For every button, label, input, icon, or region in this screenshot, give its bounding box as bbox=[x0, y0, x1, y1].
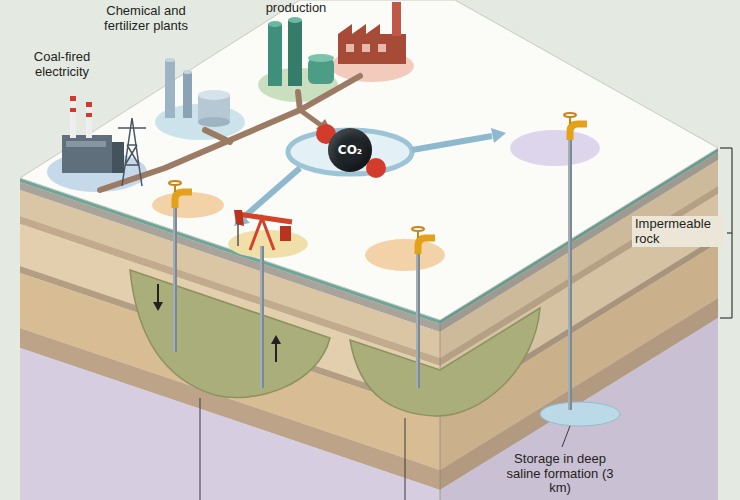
production-plant bbox=[308, 54, 334, 62]
well-pipe bbox=[261, 246, 262, 388]
well-pipe bbox=[174, 136, 570, 410]
plant-label: production bbox=[266, 0, 327, 15]
coal-plant bbox=[70, 108, 76, 112]
saline-storage bbox=[540, 402, 620, 426]
wellhead-valve bbox=[412, 227, 424, 231]
chemical-plant bbox=[165, 60, 175, 118]
well-pipe bbox=[260, 246, 264, 388]
coal-plant bbox=[66, 141, 106, 147]
chemical-plant bbox=[183, 72, 192, 118]
factory bbox=[378, 44, 386, 52]
impermeable-bracket bbox=[720, 317, 732, 318]
co2-atom bbox=[316, 124, 386, 178]
well-pipe bbox=[568, 136, 572, 410]
factory bbox=[392, 2, 401, 36]
pump-jack bbox=[234, 210, 244, 226]
injection-arrow bbox=[244, 168, 300, 217]
saline-storage bbox=[540, 402, 620, 426]
well-pipe bbox=[174, 204, 175, 352]
injection-arrowhead bbox=[234, 128, 506, 226]
leader-line bbox=[200, 398, 570, 500]
molecule-formula: CO₂ bbox=[338, 143, 362, 157]
pipeline bbox=[300, 110, 322, 126]
oil-reservoir-plume bbox=[130, 270, 330, 398]
flow-arrow bbox=[157, 284, 159, 304]
impermeable-bracket bbox=[727, 232, 732, 233]
molecule-node: CO₂ bbox=[328, 128, 372, 172]
site-pads bbox=[47, 50, 600, 271]
plant-label: Coal-fired electricity bbox=[34, 49, 90, 79]
production-plant bbox=[268, 24, 282, 86]
wellhead-valve bbox=[564, 113, 576, 117]
flow-arrow bbox=[153, 284, 281, 362]
label-box: Impermeable rock bbox=[632, 216, 724, 247]
impermeable-bracket bbox=[720, 147, 732, 148]
coal-plant bbox=[118, 118, 146, 186]
leader-line bbox=[405, 418, 406, 500]
production-plant bbox=[268, 17, 334, 86]
label-box: Storage in deep saline formation (3 km) bbox=[506, 452, 614, 496]
chemical-plant bbox=[198, 117, 230, 127]
storage-label: Storage in deep saline formation (3 km) bbox=[507, 451, 614, 495]
wellhead-valve bbox=[570, 124, 587, 140]
leader-line bbox=[562, 426, 570, 447]
pump-jack bbox=[280, 226, 291, 241]
coal-plant bbox=[86, 102, 92, 138]
injection-arrow bbox=[412, 136, 492, 150]
coal-plant bbox=[62, 96, 146, 186]
layer-label: Impermeable rock bbox=[635, 216, 711, 246]
site-pads bbox=[365, 239, 445, 271]
factory bbox=[346, 44, 354, 52]
coal-plant bbox=[70, 96, 76, 101]
label-box: Coal-fired electricity bbox=[19, 50, 105, 79]
factory bbox=[338, 2, 406, 64]
coal-plant bbox=[86, 113, 92, 117]
production-plant bbox=[288, 20, 302, 86]
injection-arrowhead bbox=[491, 128, 506, 143]
label-box: Chemical and fertilizer plants bbox=[98, 4, 194, 33]
leader-line bbox=[200, 398, 201, 500]
wellhead-valve bbox=[418, 238, 435, 254]
oil-reservoir-plume bbox=[350, 308, 540, 416]
coal-plant bbox=[70, 96, 76, 138]
wellhead-valve bbox=[175, 192, 192, 208]
pipeline bbox=[298, 92, 300, 110]
well-pipe bbox=[569, 136, 570, 410]
pump-jack bbox=[238, 214, 292, 222]
flow-arrow bbox=[275, 342, 277, 362]
coal-plant bbox=[62, 135, 112, 173]
pump-jack bbox=[234, 210, 292, 250]
production-plant bbox=[288, 17, 302, 23]
wellhead-valve bbox=[169, 181, 181, 185]
label-box: production bbox=[266, 1, 327, 16]
site-pads bbox=[510, 130, 600, 166]
chemical-plant bbox=[198, 90, 230, 100]
pump-jack bbox=[237, 224, 239, 246]
well-pipe bbox=[416, 250, 420, 388]
oil-reservoir-plume bbox=[130, 270, 540, 416]
chemical-plant bbox=[183, 70, 192, 74]
chemical-plant bbox=[165, 58, 175, 62]
flow-arrow bbox=[271, 335, 281, 344]
site-pads bbox=[152, 192, 224, 218]
factory bbox=[362, 44, 370, 52]
top-surface bbox=[20, 0, 718, 320]
plant-label: Chemical and fertilizer plants bbox=[104, 3, 188, 33]
chemical-plant bbox=[165, 58, 230, 127]
well-pipe bbox=[173, 204, 177, 352]
pump-jack bbox=[250, 218, 274, 250]
flow-arrow bbox=[153, 302, 163, 311]
pipeline bbox=[205, 130, 230, 142]
wellhead-valve bbox=[169, 113, 587, 254]
well-pipe bbox=[417, 250, 418, 388]
production-plant bbox=[268, 21, 282, 27]
coal-plant bbox=[86, 102, 92, 107]
coal-plant bbox=[112, 142, 124, 173]
top-surface bbox=[20, 0, 718, 320]
